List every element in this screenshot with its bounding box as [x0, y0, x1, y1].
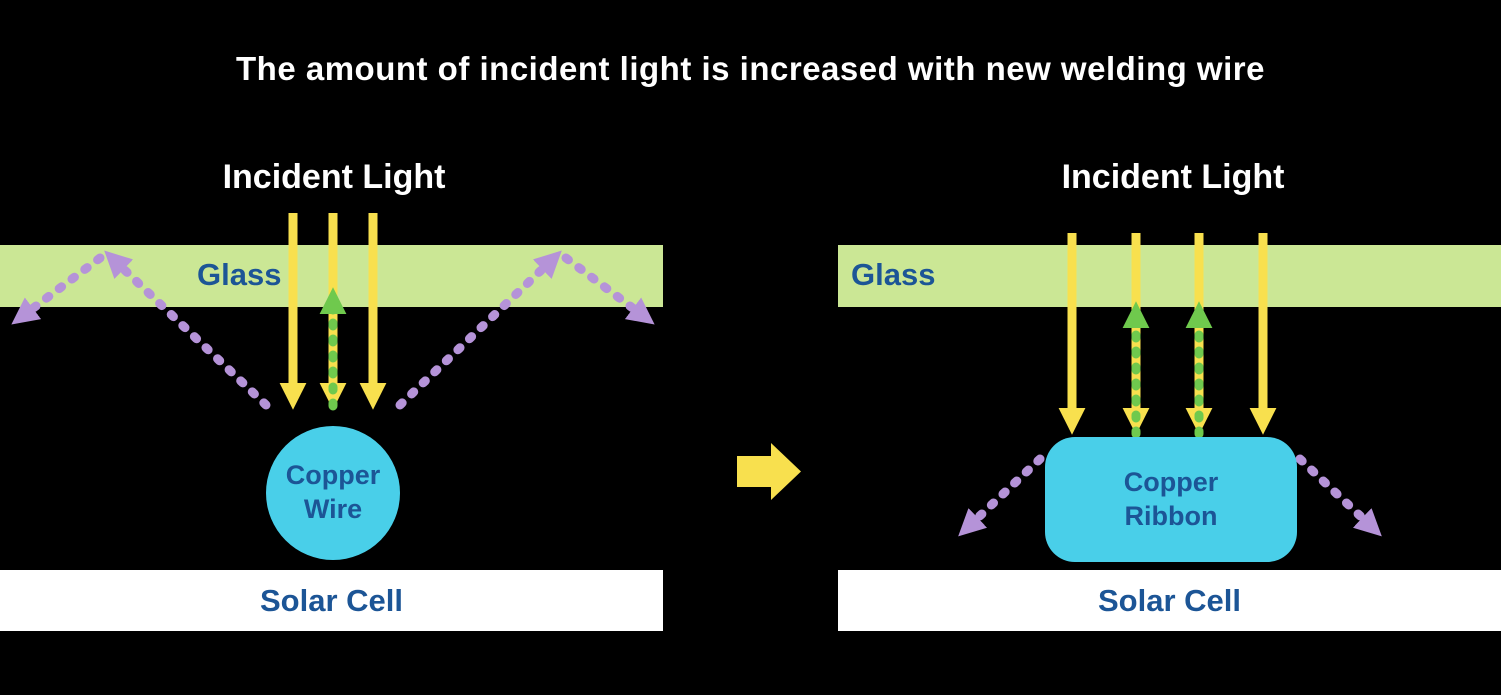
glass-label-right: Glass: [851, 257, 936, 292]
glass-label-left: Glass: [197, 257, 282, 292]
copper-wire-label-line1: Copper: [285, 460, 381, 491]
copper-ribbon-label: Copper Ribbon: [1124, 466, 1219, 534]
scattered-ray-arrow: [561, 253, 655, 325]
solar-cell-label-right: Solar Cell: [1098, 582, 1241, 618]
scattered-light-arrows-right: [958, 454, 1382, 537]
incident-light-arrows-right: [1058, 233, 1277, 435]
diagram-title: The amount of incident light is increase…: [236, 50, 1265, 87]
incident-light-label-left: Incident Light: [222, 158, 446, 196]
scattered-ray-arrow: [395, 250, 562, 410]
copper-ribbon-label-line1: Copper: [1123, 466, 1219, 497]
copper-wire-label: Copper Wire: [286, 459, 381, 527]
copper-wire-label-line2: Wire: [303, 494, 363, 524]
solar-cell-label-left: Solar Cell: [260, 582, 403, 618]
copper-ribbon-rect: Copper Ribbon: [1045, 437, 1297, 562]
glass-bar-right: [838, 245, 1501, 307]
scattered-ray-arrow: [958, 454, 1045, 537]
reflected-light-arrows-right: [1122, 301, 1213, 439]
scattered-light-arrows-left: [11, 250, 655, 410]
solar-cell-bar-right: Solar Cell: [838, 570, 1501, 631]
transition-arrow: [737, 443, 801, 500]
scattered-ray-arrow: [11, 253, 105, 325]
copper-wire-circle: Copper Wire: [266, 426, 400, 560]
solar-cell-bar-left: Solar Cell: [0, 570, 663, 631]
copper-ribbon-label-line2: Ribbon: [1124, 500, 1218, 531]
scattered-ray-arrow: [104, 250, 271, 410]
incident-light-label-right: Incident Light: [1061, 158, 1285, 196]
scattered-ray-arrow: [1295, 454, 1382, 537]
